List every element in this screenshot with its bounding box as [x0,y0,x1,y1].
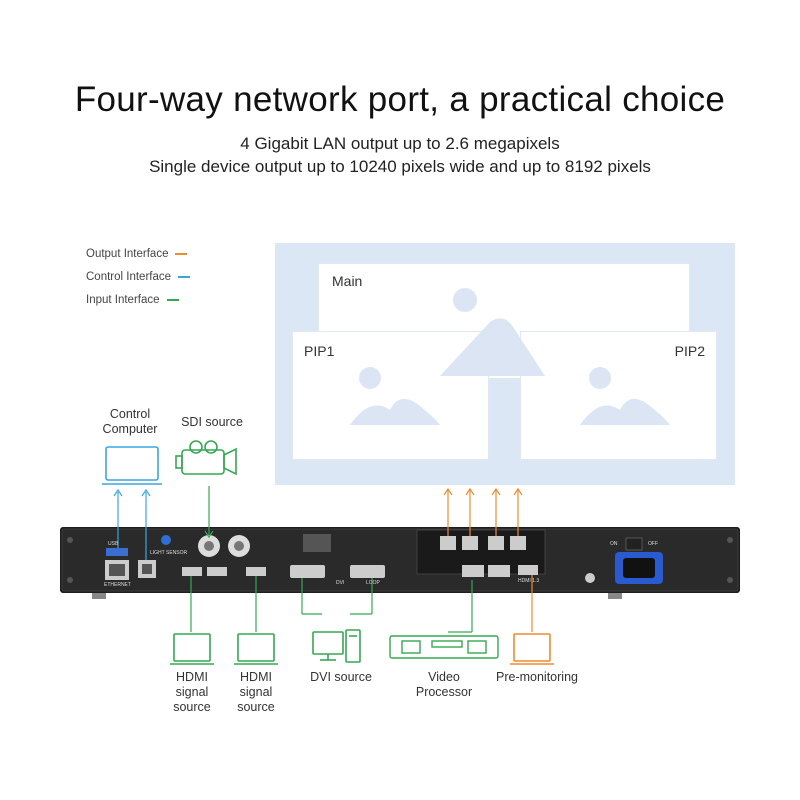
hdmi-source-1-label: HDMI signal source [173,670,211,714]
control-computer-icon [102,446,162,485]
hdmi-source-1-icon [170,633,214,665]
legend-control-swatch [178,276,191,278]
dvi-input-ports [290,565,385,578]
hdmi-source-2-label: HDMI signal source [237,670,275,714]
dvi-source-icon [312,629,361,663]
power-socket-icon [585,537,663,584]
legend-control: Control Interface [86,271,191,283]
power-on-label: ON [610,541,618,547]
pre-monitoring-icon [510,633,554,665]
power-off-label: OFF [648,541,658,547]
video-processor-icon [389,635,499,659]
input-connections [190,486,473,633]
pre-monitoring-label: Pre-monitoring [496,670,578,684]
pip2-window-label: PIP2 [674,343,705,359]
main-window-label: Main [332,273,363,289]
hdmi-source-2-icon [234,633,278,665]
loop-port-label: LOOP [366,580,380,586]
legend-output: Output Interface [86,248,188,260]
legend-input-swatch [166,299,179,301]
light-sensor-icon [161,535,171,545]
sdi-camera-icon [175,440,237,476]
pip1-window: PIP1 [292,331,489,460]
vent-grid-icon [303,534,331,552]
hdmi-input-ports [182,567,266,576]
pip1-image-placeholder-icon [350,367,440,425]
pip1-window-label: PIP1 [304,343,335,359]
light-sensor-label: LIGHT SENSOR [150,550,188,556]
output-connections [443,487,533,632]
sdi-bnc-ports [198,535,250,557]
usb-control-port-icon [138,560,156,578]
pip2-window: PIP2 [520,331,717,460]
ethernet-control-port-icon [105,548,129,580]
hdmi-output-port-label: HDMI 1.3 [518,578,540,584]
legend-output-label: Output Interface [86,248,169,260]
subtitle-device-output: Single device output up to 10240 pixels … [149,157,651,176]
ethernet-output-ports [416,529,546,577]
control-connections [113,488,151,560]
usb-port-label: USB [108,541,119,547]
pip2-image-placeholder-icon [580,367,670,425]
subtitle-lan-output: 4 Gigabit LAN output up to 2.6 megapixel… [240,134,560,153]
legend-input-label: Input Interface [86,294,160,306]
legend-input: Input Interface [86,294,179,306]
ethernet-port-label: ETHERNET [104,582,131,588]
dvi-source-label: DVI source [310,670,372,684]
control-computer-label: Control Computer [102,407,158,436]
video-processor-label: Video Processor [415,670,473,699]
legend-control-label: Control Interface [86,271,172,283]
page-title: Four-way network port, a practical choic… [74,80,726,119]
legend-output-swatch [175,253,188,255]
sdi-source-label: SDI source [181,415,243,429]
main-image-placeholder-icon [440,288,545,376]
dvi-port-label: DVI [336,580,345,586]
